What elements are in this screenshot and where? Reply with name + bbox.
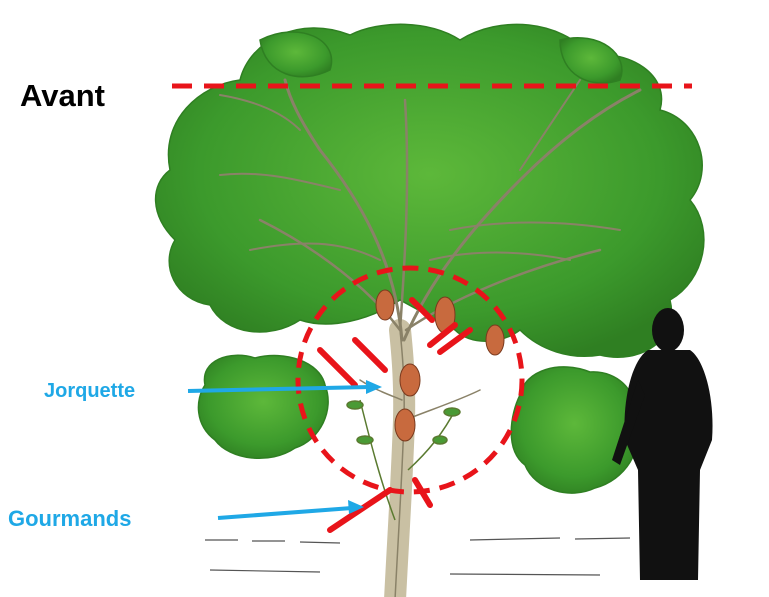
lower-right-foliage [511,367,637,493]
suckers-arrow [218,508,352,518]
suckers-label: Gourmands [8,506,131,532]
ground-lines [205,538,630,575]
before-label: Avant [20,78,105,114]
fork-arrow-head [366,380,382,394]
lower-left-foliage [198,355,328,458]
tree-canopy [156,24,704,357]
fork-label: Jorquette [44,380,135,403]
